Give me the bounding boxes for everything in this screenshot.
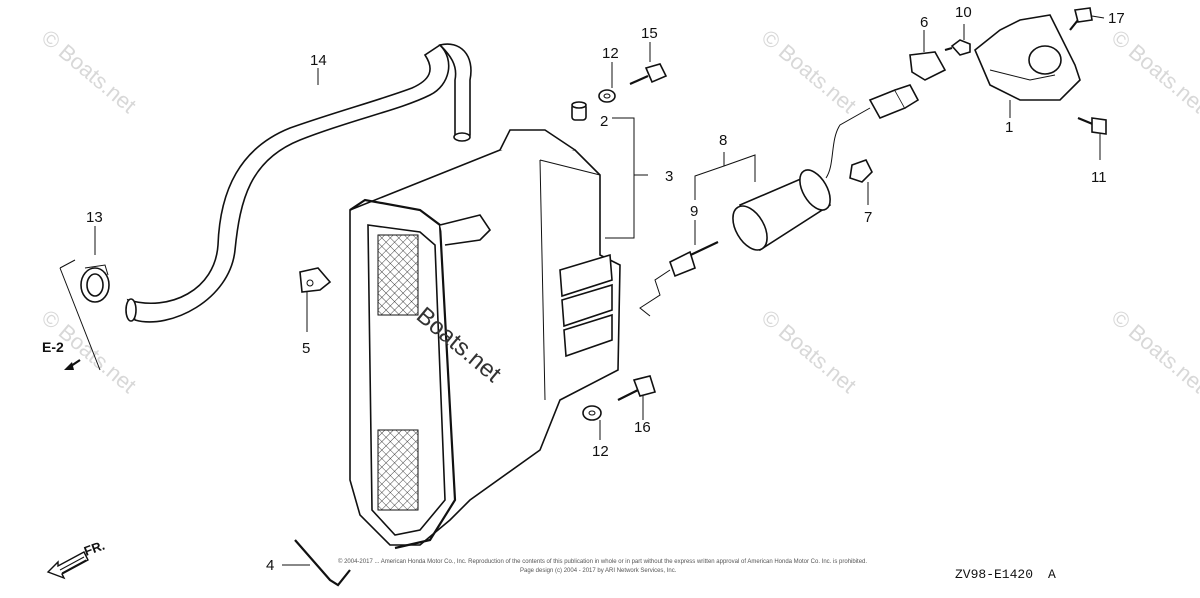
callout-1: 1 <box>1005 119 1013 136</box>
bolt-part-11 <box>1077 116 1107 135</box>
watermark: © Boats.net <box>757 305 861 398</box>
rod-part-9 <box>639 241 719 317</box>
callout-labels: 1 2 3 4 5 6 7 8 9 10 11 12 12 13 14 15 1… <box>86 4 1125 574</box>
callout-3: 3 <box>665 168 673 185</box>
bolt-part-17 <box>1069 7 1093 31</box>
connector <box>868 84 920 120</box>
bolt-part-10 <box>944 39 971 56</box>
front-arrow-icon <box>46 551 89 580</box>
watermark: © Boats.net <box>37 25 141 118</box>
bolt-part-16 <box>617 375 657 401</box>
callout-15: 15 <box>641 25 658 42</box>
callout-14: 14 <box>310 52 327 69</box>
washer-part-12 <box>582 89 616 421</box>
diagram-code: ZV98-E1420 <box>955 567 1033 582</box>
copyright-line: © 2004-2017 ... American Honda Motor Co.… <box>338 558 867 565</box>
clamp-part-13 <box>59 259 110 371</box>
reference-e2: E-2 <box>42 339 81 370</box>
page-design-line: Page design (c) 2004 - 2017 by ARI Netwo… <box>520 568 677 574</box>
leader-lines <box>94 15 1105 566</box>
canister-part-8 <box>732 107 871 252</box>
callout-2: 2 <box>600 113 608 130</box>
watermark: © Boats.net <box>1107 305 1200 398</box>
callout-10: 10 <box>955 4 972 21</box>
front-indicator: FR. <box>46 538 107 580</box>
reference-label: E-2 <box>42 339 64 355</box>
callout-7: 7 <box>864 209 872 226</box>
clip-part-5 <box>299 267 332 293</box>
watermark: © Boats.net <box>757 25 861 118</box>
callout-17: 17 <box>1108 10 1125 27</box>
callout-4: 4 <box>266 557 274 574</box>
grommet-part-2 <box>571 101 587 121</box>
front-label: FR. <box>82 538 107 559</box>
callout-13: 13 <box>86 209 103 226</box>
callout-16: 16 <box>634 419 651 436</box>
callout-5: 5 <box>302 340 310 357</box>
callout-11: 11 <box>1091 169 1107 186</box>
callout-8: 8 <box>719 132 727 149</box>
diagram-code-suffix: A <box>1048 567 1056 582</box>
filter-case-part-3 <box>349 129 621 550</box>
callout-12-top: 12 <box>602 45 619 62</box>
wire-part-4 <box>294 539 351 587</box>
watermark: © Boats.net <box>1107 25 1200 118</box>
callout-6: 6 <box>920 14 928 31</box>
callout-12-bottom: 12 <box>592 443 609 460</box>
arrow-head-icon <box>64 362 74 370</box>
clip-part-7 <box>849 159 873 183</box>
mount-bracket-part-1 <box>974 14 1081 101</box>
hose-part-14 <box>125 43 472 323</box>
callout-9: 9 <box>690 203 698 220</box>
bolt-part-15 <box>629 63 668 86</box>
bracket-part-6 <box>909 51 947 81</box>
filter-mesh <box>377 234 419 511</box>
